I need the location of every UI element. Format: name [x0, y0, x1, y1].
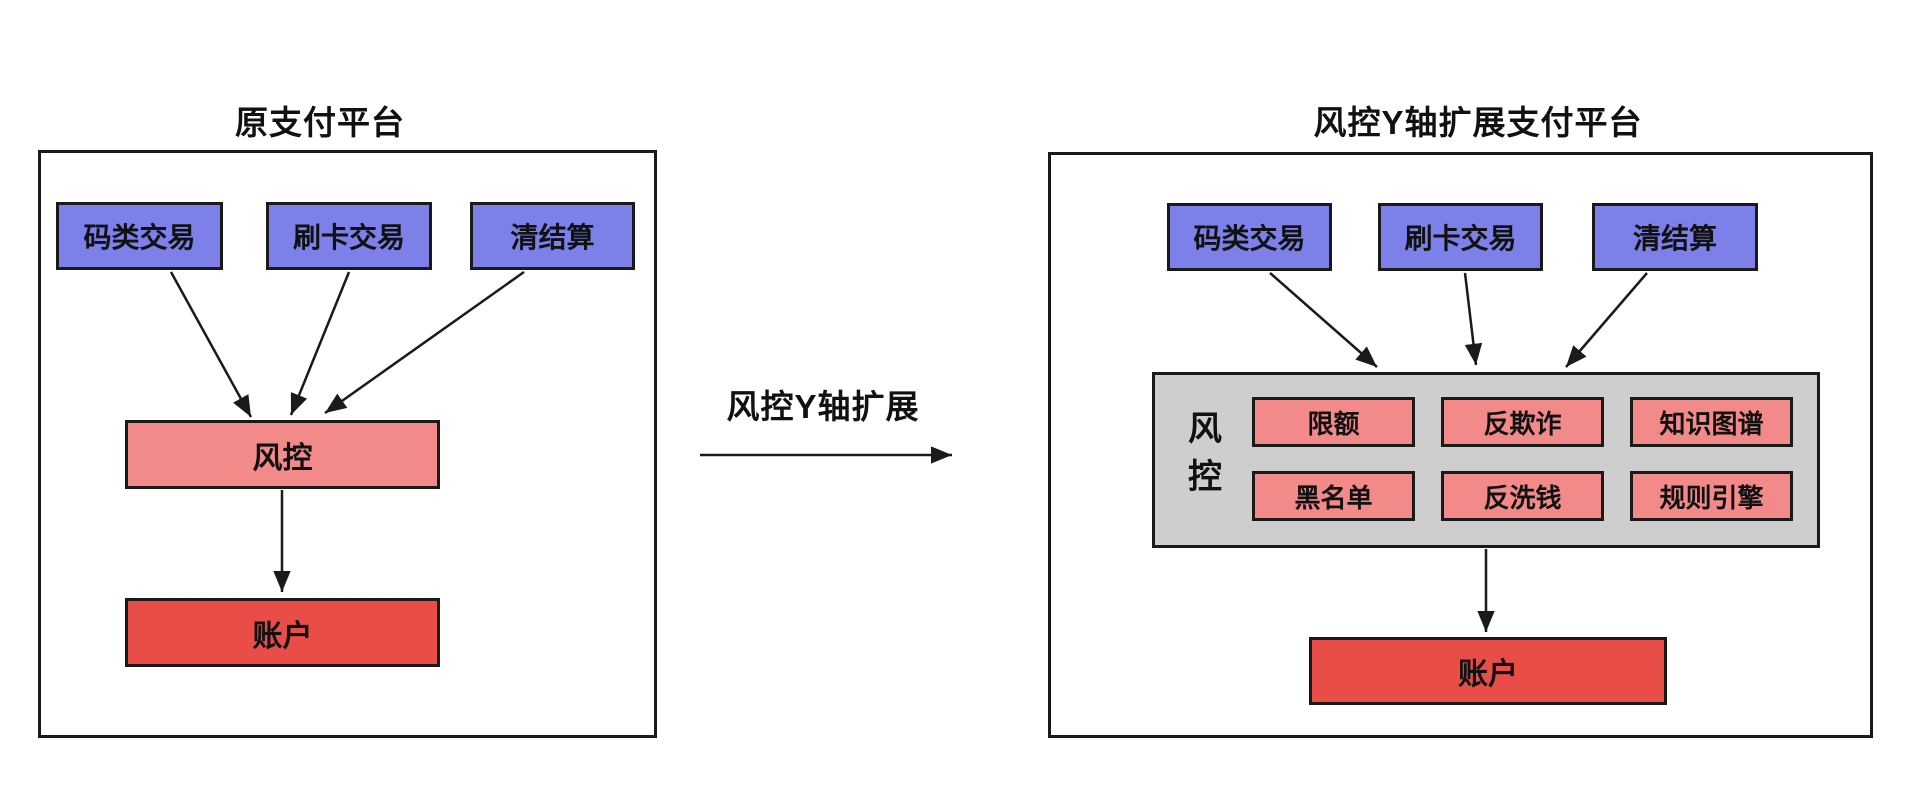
module-knowledge-graph: 知识图谱 — [1630, 397, 1793, 447]
module-anti-money-laundering: 反洗钱 — [1441, 471, 1604, 521]
node-card-transaction: 刷卡交易 — [266, 202, 432, 270]
node-account: 账户 — [1309, 637, 1667, 705]
risk-control-container: 风控 限额 反欺诈 知识图谱 黑名单 反洗钱 规则引擎 — [1152, 372, 1820, 548]
node-account: 账户 — [125, 598, 440, 667]
module-blacklist: 黑名单 — [1252, 471, 1415, 521]
node-code-transaction: 码类交易 — [1167, 203, 1332, 271]
risk-control-vertical-label: 风控 — [1188, 410, 1222, 497]
right-panel-title: 风控Y轴扩展支付平台 — [1313, 104, 1643, 141]
left-panel-frame: 码类交易 刷卡交易 清结算 风控 账户 — [38, 150, 657, 738]
module-quota-limit: 限额 — [1252, 397, 1415, 447]
module-rule-engine: 规则引擎 — [1630, 471, 1793, 521]
right-panel-frame: 码类交易 刷卡交易 清结算 风控 限额 反欺诈 知识图谱 黑名单 反洗钱 规则引… — [1048, 152, 1873, 738]
left-panel-title: 原支付平台 — [235, 104, 405, 141]
node-card-transaction: 刷卡交易 — [1378, 203, 1543, 271]
node-code-transaction: 码类交易 — [56, 202, 223, 270]
node-risk-control: 风控 — [125, 420, 440, 489]
node-clearing-settlement: 清结算 — [1592, 203, 1758, 271]
module-anti-fraud: 反欺诈 — [1441, 397, 1604, 447]
node-clearing-settlement: 清结算 — [470, 202, 635, 270]
transition-label: 风控Y轴扩展 — [726, 388, 920, 425]
